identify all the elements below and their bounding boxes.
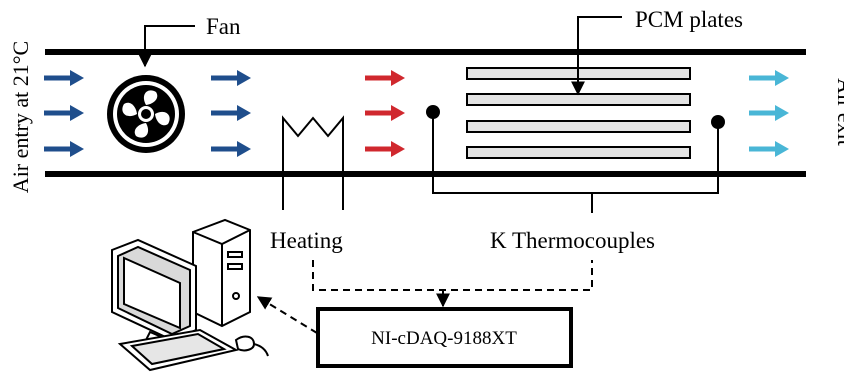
fan-label: Fan: [206, 14, 241, 39]
inlet-arrows: [44, 70, 84, 157]
post-fan-arrow: [211, 141, 251, 157]
exit-arrow: [749, 141, 789, 157]
thermocouple-wiring: [432, 112, 719, 213]
post-fan-arrows: [211, 70, 251, 157]
daq-box: [316, 307, 573, 368]
signal-lines: [256, 260, 593, 334]
heating-element: [282, 115, 344, 210]
inlet-arrow: [44, 141, 84, 157]
fan-leader-line: [138, 25, 195, 68]
pcm-plates-label: PCM plates: [635, 7, 743, 32]
heated-arrow: [365, 70, 405, 86]
heating-label: Heating: [270, 228, 343, 253]
exit-arrow: [749, 105, 789, 121]
post-fan-arrow: [211, 70, 251, 86]
air-exit-label: Air exit: [833, 78, 844, 146]
inlet-arrow: [44, 70, 84, 86]
heated-air-arrows: [365, 70, 405, 157]
heated-arrow: [365, 141, 405, 157]
thermocouples-label: K Thermocouples: [490, 228, 655, 253]
thermocouple-probe-inlet: [426, 105, 440, 119]
pcm-plate: [466, 93, 691, 106]
inlet-arrow: [44, 105, 84, 121]
pcm-leader-line: [571, 16, 622, 96]
post-fan-arrow: [211, 105, 251, 121]
heated-arrow: [365, 105, 405, 121]
thermocouple-probe-outlet: [711, 115, 725, 129]
pcm-plate: [466, 146, 691, 159]
air-entry-label: Air entry at 21°C: [8, 41, 33, 193]
daq-label: NI-cDAQ-9188XT: [371, 328, 517, 349]
exit-arrows: [749, 70, 789, 157]
pcm-plate: [466, 120, 691, 133]
desktop-computer-icon: [111, 218, 269, 372]
exit-arrow: [749, 70, 789, 86]
fan-icon: [107, 75, 185, 153]
